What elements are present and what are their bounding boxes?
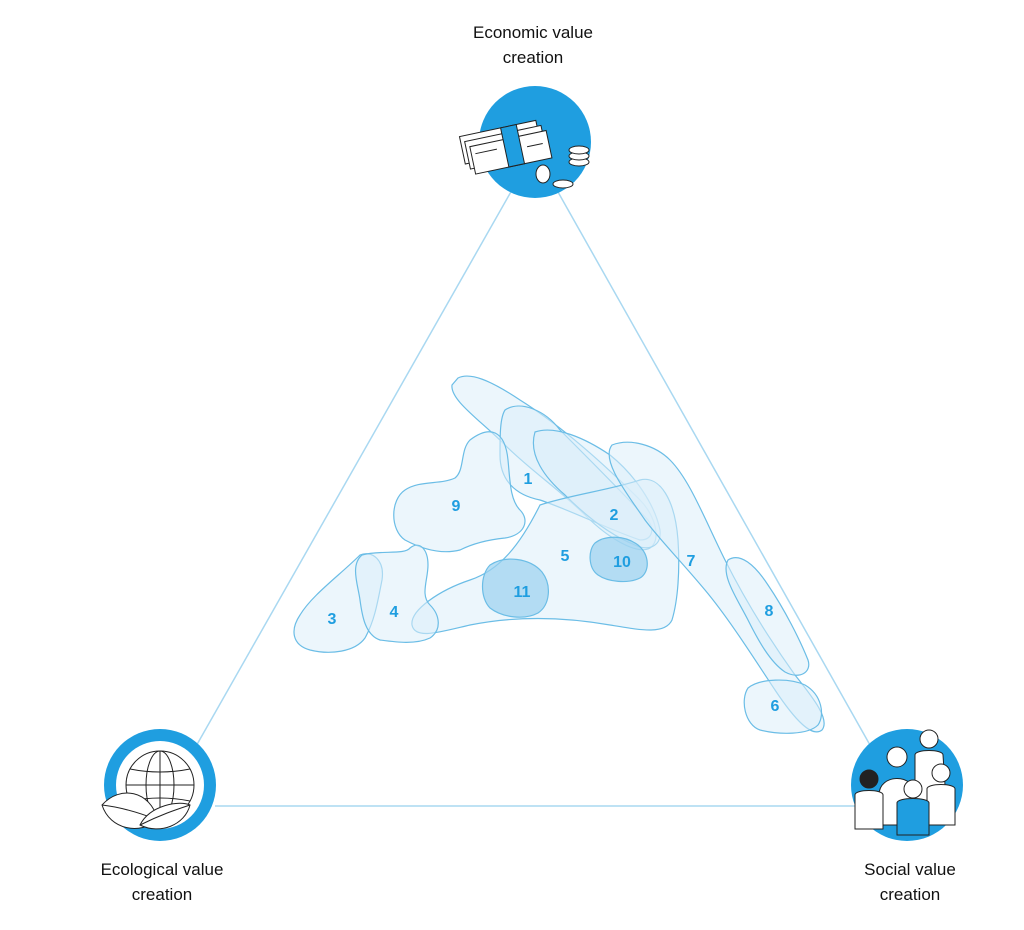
ecological-label: Ecological value creation: [62, 857, 262, 907]
social-label-line1: Social value: [864, 860, 956, 879]
regions: [293, 375, 825, 734]
triangle-edges: [194, 189, 871, 807]
region-label-6: 6: [771, 698, 780, 715]
region-shape-4: [354, 544, 439, 643]
people-icon: [851, 729, 963, 841]
region-shape-6: [743, 679, 823, 734]
region-label-7: 7: [687, 553, 696, 570]
economic-label-line2: creation: [502, 48, 564, 67]
region-shape-9: [393, 431, 526, 553]
social-label-line2: creation: [879, 885, 941, 904]
economic-label: Economic value creation: [433, 20, 633, 70]
money-icon: [458, 86, 591, 198]
region-shape-7: [608, 441, 825, 733]
region-label-1: 1: [524, 471, 533, 488]
region-label-11: 11: [514, 584, 531, 601]
ecological-label-line1: Ecological value: [100, 860, 224, 879]
region-labels: 1 2 3 4 5 6 7 8 9 10 11: [328, 471, 780, 715]
region-label-9: 9: [452, 498, 461, 515]
region-shape-10: [589, 536, 648, 583]
region-label-5: 5: [561, 548, 570, 565]
region-label-8: 8: [765, 603, 774, 620]
region-label-10: 10: [613, 554, 631, 571]
social-label: Social value creation: [810, 857, 1010, 907]
globe-leaf-icon: [101, 729, 216, 841]
region-shape-11: [481, 558, 549, 618]
edge-left: [194, 189, 513, 749]
economic-label-line1: Economic value: [472, 23, 593, 42]
edge-right: [557, 191, 871, 746]
region-label-2: 2: [610, 507, 619, 524]
region-shape-8: [725, 557, 810, 676]
region-label-4: 4: [390, 604, 399, 621]
ecological-label-line2: creation: [131, 885, 193, 904]
region-label-3: 3: [328, 611, 337, 628]
